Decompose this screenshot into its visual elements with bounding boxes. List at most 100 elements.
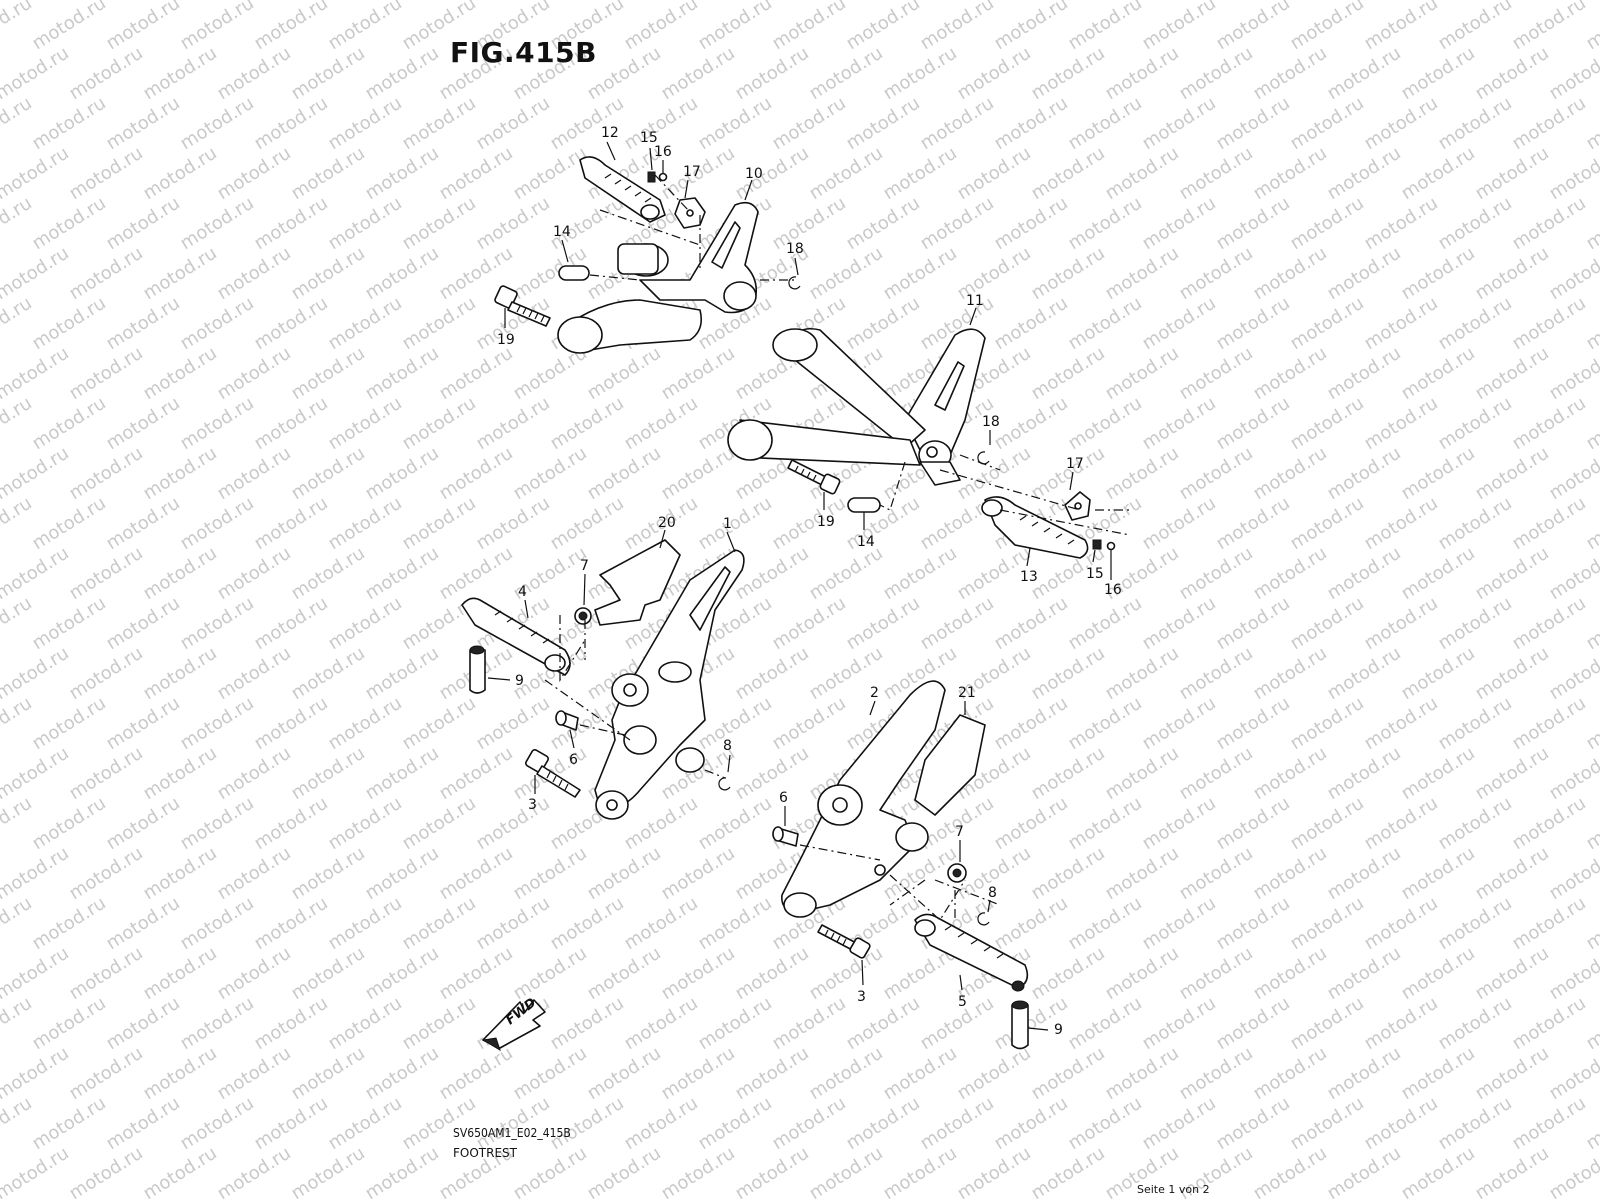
callout-16a: 16: [654, 144, 672, 160]
watermark-text: motod.ru: [1065, 393, 1146, 455]
watermark-text: motod.ru: [0, 43, 73, 105]
watermark-text: motod.ru: [1435, 293, 1516, 355]
clip-8b: [977, 912, 990, 926]
spring-7a: [574, 607, 592, 625]
watermark-text: motod.ru: [880, 1143, 961, 1200]
watermark-text: motod.ru: [1509, 293, 1590, 355]
watermark-text: motod.ru: [1250, 43, 1331, 105]
watermark-text: motod.ru: [0, 643, 73, 705]
watermark-text: motod.ru: [954, 143, 1035, 205]
watermark-text: motod.ru: [991, 193, 1072, 255]
watermark-text: motod.ru: [399, 393, 480, 455]
footpeg-5-tip: [1011, 980, 1025, 992]
watermark-text: motod.ru: [547, 893, 628, 955]
watermark-text: motod.ru: [1472, 43, 1553, 105]
footpeg-5-tread: [944, 925, 1004, 959]
watermark-text: motod.ru: [325, 393, 406, 455]
watermark-text: motod.ru: [1028, 743, 1109, 805]
watermark-text: motod.ru: [1065, 693, 1146, 755]
watermark-text: motod.ru: [806, 43, 887, 105]
watermark-text: motod.ru: [288, 743, 369, 805]
watermark-text: motod.ru: [1139, 93, 1220, 155]
watermark-text: motod.ru: [1287, 1093, 1368, 1155]
watermark-text: motod.ru: [473, 193, 554, 255]
watermark-text: motod.ru: [325, 93, 406, 155]
watermark-text: motod.ru: [1435, 393, 1516, 455]
watermark-text: motod.ru: [1435, 493, 1516, 555]
watermark-text: motod.ru: [288, 0, 369, 4]
watermark-text: motod.ru: [1398, 1143, 1479, 1200]
callout-9b: 9: [1054, 1022, 1063, 1038]
watermark-text: motod.ru: [917, 1093, 998, 1155]
watermark-text: motod.ru: [806, 143, 887, 205]
watermark-text: motod.ru: [29, 93, 110, 155]
watermark-text: motod.ru: [177, 0, 258, 54]
bolt-19a: [494, 285, 551, 327]
watermark-text: motod.ru: [140, 0, 221, 4]
watermark-text: motod.ru: [1176, 743, 1257, 805]
watermark-text: motod.ru: [1028, 0, 1109, 4]
bolt-19b: [787, 459, 841, 495]
watermark-text: motod.ru: [103, 393, 184, 455]
watermark-text: motod.ru: [288, 443, 369, 505]
watermark-text: motod.ru: [29, 693, 110, 755]
callout-8b: 8: [988, 885, 997, 901]
watermark-text: motod.ru: [1398, 643, 1479, 705]
watermark-text: motod.ru: [917, 193, 998, 255]
watermark-text: motod.ru: [1398, 343, 1479, 405]
watermark-text: motod.ru: [362, 0, 443, 4]
watermark-text: motod.ru: [1287, 593, 1368, 655]
footpeg-12-tread: [604, 173, 652, 203]
watermark-text: motod.ru: [473, 393, 554, 455]
model-code: SV650AM1_E02_415B: [453, 1126, 571, 1140]
watermark-text: motod.ru: [29, 193, 110, 255]
watermark-text: motod.ru: [399, 193, 480, 255]
callout-21: 21: [958, 685, 976, 701]
bracket-1-boss-lower-hole: [606, 799, 618, 811]
watermark-text: motod.ru: [658, 843, 739, 905]
watermark-text: motod.ru: [695, 1093, 776, 1155]
watermark-text: motod.ru: [732, 43, 813, 105]
watermark-text: motod.ru: [1435, 893, 1516, 955]
watermark-text: motod.ru: [991, 593, 1072, 655]
watermark-text: motod.ru: [1472, 243, 1553, 305]
watermark-text: motod.ru: [1361, 893, 1442, 955]
watermark-text: motod.ru: [584, 1143, 665, 1200]
watermark-text: motod.ru: [1472, 1043, 1553, 1105]
watermark-text: motod.ru: [1472, 743, 1553, 805]
watermark-text: motod.ru: [584, 443, 665, 505]
watermark-text: motod.ru: [66, 243, 147, 305]
watermark-text: motod.ru: [29, 393, 110, 455]
watermark-text: motod.ru: [436, 1043, 517, 1105]
watermark-text: motod.ru: [103, 93, 184, 155]
callout-11: 11: [966, 293, 984, 309]
plate-17b-hole: [1074, 502, 1082, 510]
watermark-text: motod.ru: [1361, 93, 1442, 155]
page-indicator: Seite 1 von 2: [1137, 1183, 1210, 1196]
watermark-text: motod.ru: [251, 493, 332, 555]
watermark-text: motod.ru: [1250, 643, 1331, 705]
watermark-text: motod.ru: [1324, 243, 1405, 305]
pin-14b: [847, 497, 881, 513]
watermark-text: motod.ru: [621, 1093, 702, 1155]
watermark-text: motod.ru: [1213, 1093, 1294, 1155]
clip-18b: [977, 451, 990, 465]
watermark-text: motod.ru: [214, 743, 295, 805]
watermark-text: motod.ru: [1065, 893, 1146, 955]
watermark-text: motod.ru: [584, 1043, 665, 1105]
rider-footrest-right-group: [772, 680, 1029, 1050]
watermark-text: motod.ru: [1028, 343, 1109, 405]
watermark-text: motod.ru: [399, 293, 480, 355]
watermark-text: motod.ru: [954, 1043, 1035, 1105]
watermark-text: motod.ru: [547, 93, 628, 155]
watermark-text: motod.ru: [1213, 293, 1294, 355]
watermark-text: motod.ru: [66, 0, 147, 4]
watermark-text: motod.ru: [1509, 393, 1590, 455]
watermark-text: motod.ru: [1139, 893, 1220, 955]
watermark-text: motod.ru: [1361, 993, 1442, 1055]
watermark-text: motod.ru: [325, 1093, 406, 1155]
watermark-text: motod.ru: [732, 0, 813, 4]
watermark-text: motod.ru: [325, 793, 406, 855]
watermark-text: motod.ru: [66, 43, 147, 105]
